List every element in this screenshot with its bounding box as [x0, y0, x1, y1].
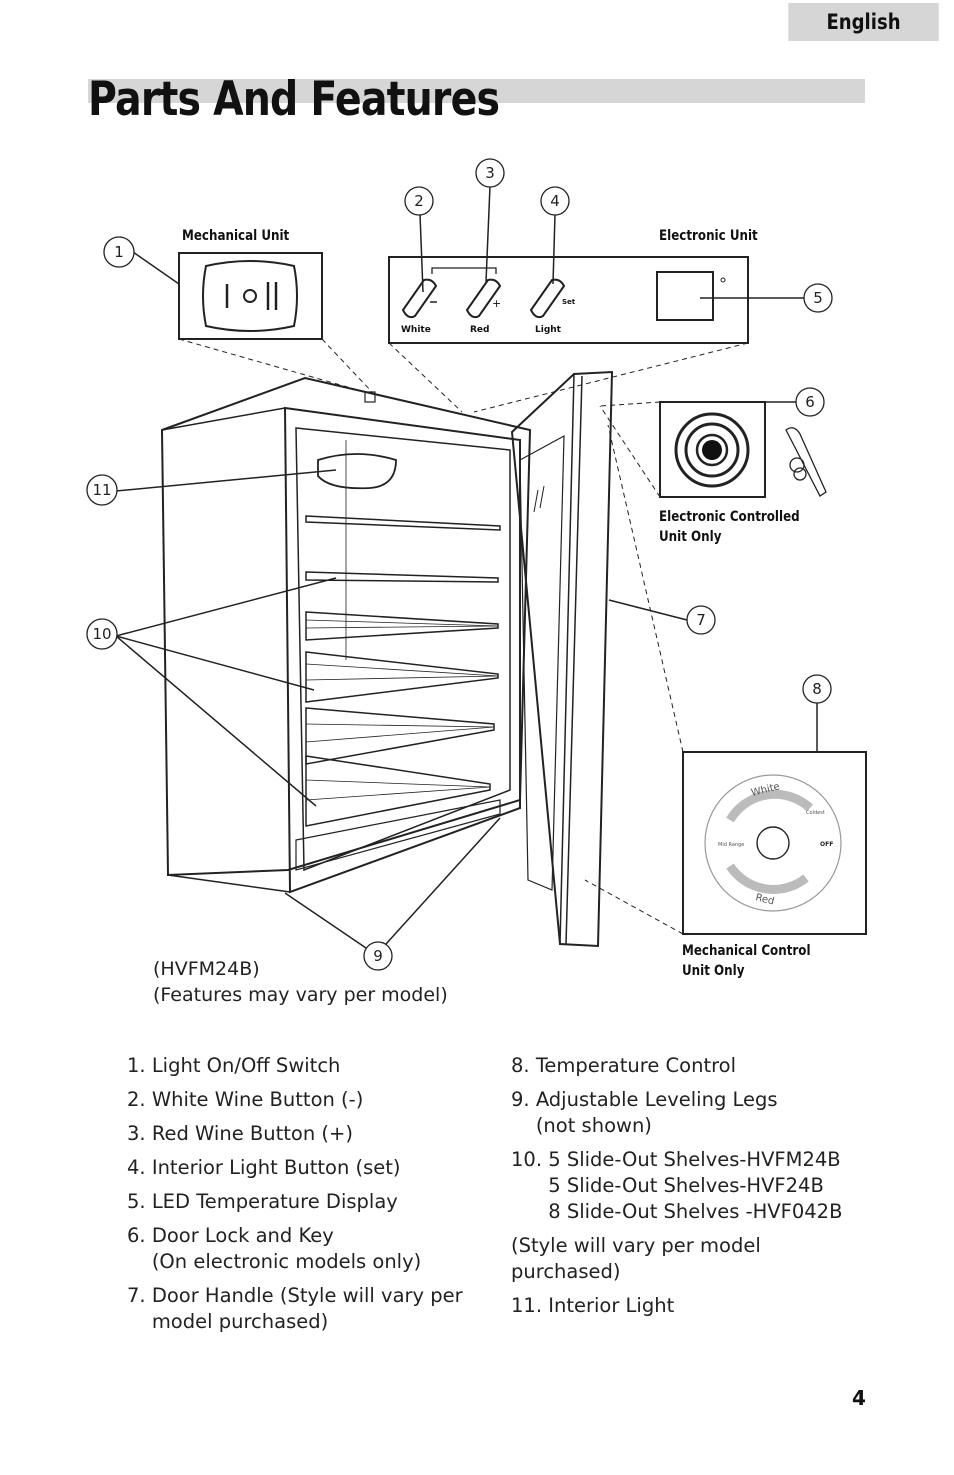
shelf	[305, 571, 499, 583]
title-bar	[88, 79, 865, 103]
light-button-label: Light	[535, 325, 562, 335]
style-note: (Style will vary per model purchased)	[511, 1234, 761, 1283]
electronic-unit-label: Electronic Unit	[659, 228, 758, 244]
mechanical-unit-box	[178, 252, 323, 340]
red-button-label: Red	[470, 325, 489, 335]
page-title: Parts And Features	[88, 72, 500, 127]
shelf	[305, 755, 491, 827]
callout-7: 7	[696, 611, 706, 629]
list-item: 1. Light On/Off Switch	[127, 1054, 341, 1077]
temperature-dial	[704, 774, 842, 912]
list-item: 11. Interior Light	[511, 1294, 675, 1317]
list-item: 8. Temperature Control	[511, 1054, 737, 1077]
shelf	[305, 651, 499, 703]
callout-9: 9	[373, 947, 383, 965]
shelf	[305, 707, 495, 765]
shelf	[305, 611, 499, 641]
language-tab: English	[788, 3, 939, 41]
dial-coldest-label: Coldest	[806, 810, 825, 816]
key-icon	[785, 427, 827, 497]
callout-10: 10	[92, 625, 111, 643]
dial-red-label: Red	[754, 892, 775, 907]
interior-light	[317, 453, 397, 490]
list-item: 3. Red Wine Button (+)	[127, 1122, 353, 1145]
electronic-unit-box	[388, 256, 749, 344]
list-item: 4. Interior Light Button (set)	[127, 1156, 401, 1179]
door-lock-box	[659, 401, 766, 498]
callout-5: 5	[813, 289, 823, 307]
list-item: 2. White Wine Button (-)	[127, 1088, 364, 1111]
dial-off-label: OFF	[820, 841, 833, 848]
parts-diagram: White Red Light Set + White Coldest Mid …	[86, 158, 867, 971]
set-button-label: Set	[562, 298, 576, 306]
list-item: 5. LED Temperature Display	[127, 1190, 398, 1213]
callout-1: 1	[114, 243, 124, 261]
callout-4: 4	[550, 192, 560, 210]
list-item: 10. 5 Slide-Out Shelves-HVFM24B 5 Slide-…	[511, 1148, 843, 1223]
mechanical-unit-label: Mechanical Unit	[182, 228, 290, 244]
white-button-icon	[401, 278, 438, 319]
shelf	[305, 515, 501, 531]
rocker-switch-icon	[202, 260, 298, 332]
electronic-controlled-label: Electronic Controlled Unit Only	[659, 509, 800, 545]
mechanical-control-box	[682, 751, 867, 935]
door	[510, 370, 614, 948]
parts-list-right: 8. Temperature Control 9. Adjustable Lev…	[511, 1053, 871, 1327]
model-caption: (HVFM24B) (Features may vary per model)	[153, 958, 448, 1006]
parts-list-left: 1. Light On/Off Switch 2. White Wine But…	[127, 1053, 477, 1343]
light-button-icon	[529, 278, 566, 319]
callout-6: 6	[805, 393, 815, 411]
list-item: 7. Door Handle (Style will vary per mode…	[127, 1284, 463, 1333]
list-item: 6. Door Lock and Key (On electronic mode…	[127, 1224, 422, 1273]
callout-2: 2	[414, 192, 424, 210]
white-button-label: White	[401, 325, 431, 335]
callout-8: 8	[812, 680, 822, 698]
red-button-icon	[465, 278, 502, 319]
callout-11: 11	[92, 481, 111, 499]
list-item: 9. Adjustable Leveling Legs (not shown)	[511, 1088, 778, 1137]
callout-3: 3	[485, 164, 495, 182]
dial-midrange-label: Mid Range	[718, 842, 744, 848]
led-display	[656, 271, 714, 321]
mechanical-control-label: Mechanical Control Unit Only	[682, 943, 811, 979]
page-number: 4	[852, 1386, 866, 1410]
svg-text:+: +	[492, 297, 501, 310]
